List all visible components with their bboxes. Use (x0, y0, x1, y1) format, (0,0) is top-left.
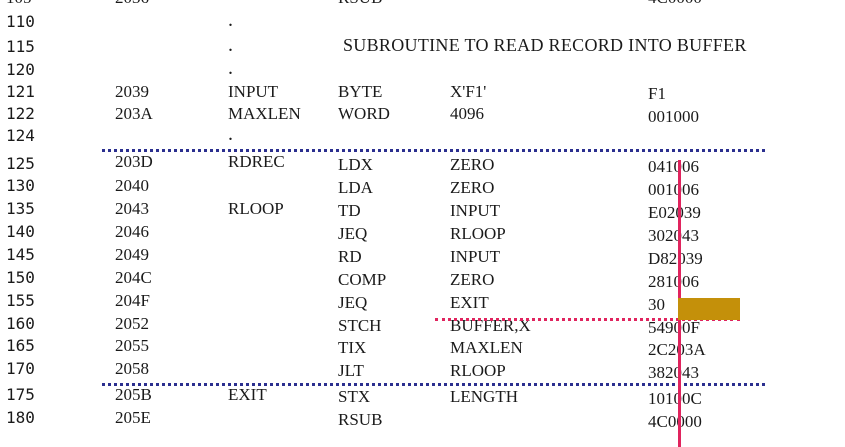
line-number: 130 (6, 176, 35, 195)
label: INPUT (228, 82, 279, 101)
address: 204F (115, 291, 150, 310)
address: 2055 (115, 336, 149, 355)
object-code: 2C203A (648, 340, 706, 359)
operand: ZERO (450, 270, 495, 289)
operand: X'F1' (450, 82, 487, 101)
object-code: 382043 (648, 363, 699, 382)
mnemonic: STX (338, 387, 371, 406)
line-number: 124 (6, 126, 35, 145)
line-number: 150 (6, 268, 35, 287)
mnemonic: JLT (338, 361, 364, 380)
line-number: 145 (6, 245, 35, 264)
address: 2043 (115, 199, 149, 218)
operand: 4096 (450, 104, 484, 123)
mnemonic: COMP (338, 270, 387, 289)
line-number: 122 (6, 104, 35, 123)
operand: INPUT (450, 201, 501, 220)
operand: LENGTH (450, 387, 518, 406)
line-number: 125 (6, 154, 35, 173)
mnemonic: JEQ (338, 293, 368, 312)
object-code: 10100C (648, 389, 702, 408)
line-number: 115 (6, 37, 35, 56)
label: RDREC (228, 152, 285, 171)
address: 2039 (115, 82, 149, 101)
line-number: 160 (6, 314, 35, 333)
object-code: 30 (648, 295, 665, 314)
address: 2049 (115, 245, 149, 264)
line-number: 165 (6, 336, 35, 355)
object-code: F1 (648, 84, 666, 103)
mnemonic: RD (338, 247, 362, 266)
address: 2052 (115, 314, 149, 333)
comment-dot: . (228, 123, 233, 145)
cut-address: 2036 (115, 0, 149, 8)
operand: RLOOP (450, 224, 506, 243)
line-number: 135 (6, 199, 35, 218)
line-number: 170 (6, 359, 35, 378)
object-code: 54900F (648, 318, 700, 337)
highlight-block (678, 298, 740, 320)
mnemonic: TIX (338, 338, 367, 357)
line-number: 155 (6, 291, 35, 310)
address: 205E (115, 408, 151, 427)
cut-line-number: 105 (6, 0, 32, 8)
comment-dot: . (228, 34, 233, 56)
address: 2058 (115, 359, 149, 378)
object-code: D82039 (648, 249, 703, 268)
line-number: 175 (6, 385, 35, 404)
line-number: 120 (6, 60, 35, 79)
object-code: 001000 (648, 107, 699, 126)
mnemonic: JEQ (338, 224, 368, 243)
mnemonic: BYTE (338, 82, 383, 101)
blue-dotted-line-bottom (102, 383, 765, 386)
red-dotted-line (435, 318, 740, 321)
object-code: 4C0000 (648, 412, 702, 431)
object-code: 041006 (648, 157, 699, 176)
mnemonic: STCH (338, 316, 382, 335)
mnemonic: TD (338, 201, 361, 220)
line-number: 180 (6, 408, 35, 427)
object-code: 001006 (648, 180, 699, 199)
address: 203D (115, 152, 153, 171)
operand: ZERO (450, 178, 495, 197)
operand: EXIT (450, 293, 489, 312)
comment-text: SUBROUTINE TO READ RECORD INTO BUFFER (343, 35, 747, 55)
address: 203A (115, 104, 153, 123)
blue-dotted-line-top (102, 149, 765, 152)
address: 2040 (115, 176, 149, 195)
label: EXIT (228, 385, 267, 404)
line-number: 110 (6, 12, 35, 31)
address: 2046 (115, 222, 149, 241)
mnemonic: RSUB (338, 410, 383, 429)
line-number: 140 (6, 222, 35, 241)
label: RLOOP (228, 199, 284, 218)
comment-dot: . (228, 9, 233, 31)
operand: RLOOP (450, 361, 506, 380)
cut-mnemonic: RSUB (338, 0, 382, 8)
label: MAXLEN (228, 104, 301, 123)
operand: MAXLEN (450, 338, 523, 357)
object-code: 281006 (648, 272, 699, 291)
line-number: 121 (6, 82, 35, 101)
address: 205B (115, 385, 152, 404)
address: 204C (115, 268, 152, 287)
operand: ZERO (450, 155, 495, 174)
object-code: 302043 (648, 226, 699, 245)
comment-dot: . (228, 57, 233, 79)
cut-object-code: 4C0000 (648, 0, 702, 8)
mnemonic: WORD (338, 104, 390, 123)
object-code: E02039 (648, 203, 701, 222)
operand: INPUT (450, 247, 501, 266)
mnemonic: LDX (338, 155, 373, 174)
mnemonic: LDA (338, 178, 373, 197)
